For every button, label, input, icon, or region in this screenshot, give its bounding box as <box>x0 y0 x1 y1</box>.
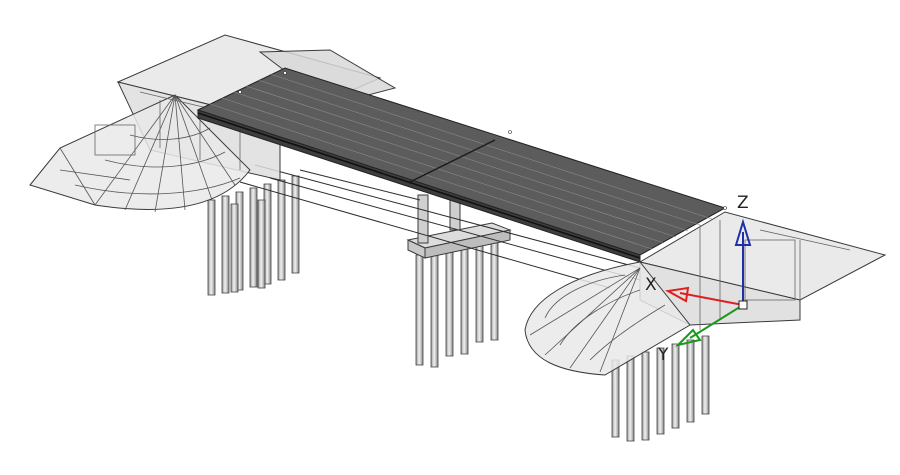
bridge-deck <box>196 67 727 263</box>
y-axis: Y <box>657 304 744 365</box>
x-axis: X <box>645 275 744 306</box>
pier-cap <box>406 189 512 259</box>
bracing-lines <box>239 164 641 289</box>
x-axis-label: X <box>645 275 657 295</box>
left-abutment <box>29 34 397 213</box>
axis-origin <box>738 300 748 310</box>
z-axis: Z <box>734 193 752 305</box>
y-axis-label: Y <box>657 345 669 365</box>
right-abutment <box>524 211 887 376</box>
axis-gizmo[interactable]: Z X Y <box>645 193 752 365</box>
z-axis-label: Z <box>737 193 749 213</box>
